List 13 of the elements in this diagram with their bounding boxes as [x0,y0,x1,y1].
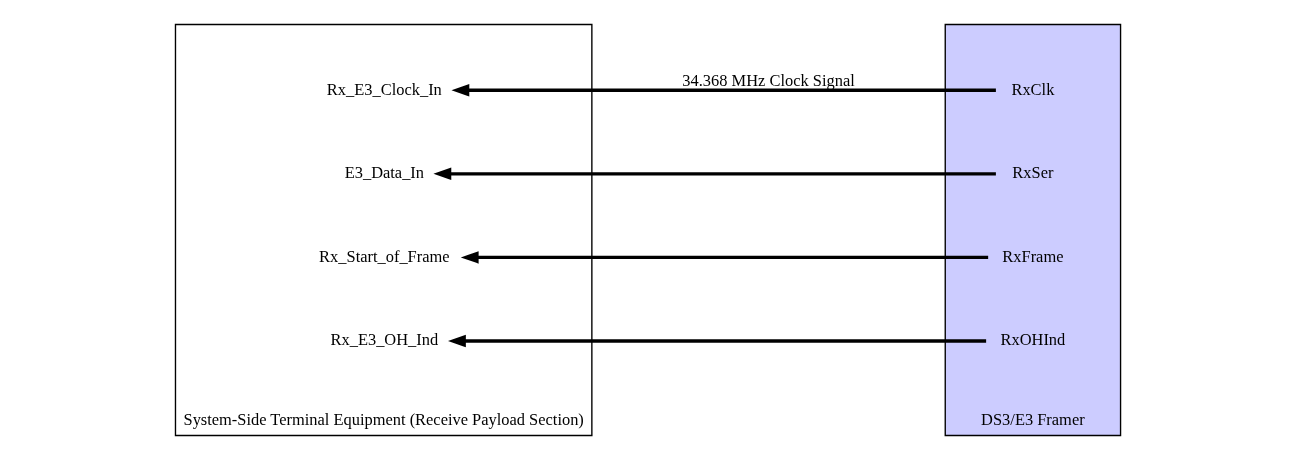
node-text: Rx_E3_Clock_In [326,79,442,99]
arrow [460,251,988,264]
arrow [450,84,996,97]
node-text: RxOHInd [1000,330,1065,350]
node-text: RxFrame [1001,246,1063,266]
arrow [432,167,996,181]
node-text: RxClk [1010,79,1054,99]
edge-label: 34.368 MHz Clock Signal [681,70,855,90]
node-text: RxSer [1011,163,1053,183]
node-text: Rx_E3_OH_Ind [330,330,438,350]
node-text: Rx_Start_of_Frame [318,246,450,266]
node-text: E3_Data_In [344,163,424,183]
arrow [447,334,986,348]
